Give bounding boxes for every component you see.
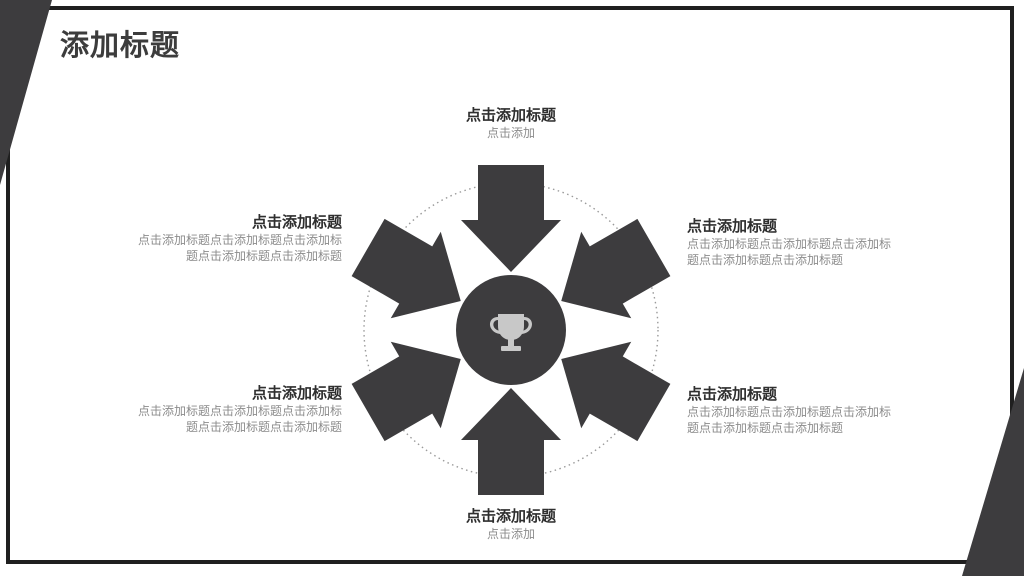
bottom-right-corner-shape [962,368,1024,576]
arrow-top [461,165,561,272]
slide-border [6,6,1014,564]
item-upper-left-desc-line-1: 点击添加标题点击添加标题点击添加标 [137,233,342,247]
page-title: 添加标题 [60,28,181,62]
arrow-upper-left [351,218,461,319]
item-lower-left: 点击添加标题 点击添加标题点击添加标题点击添加标 题点击添加标题点击添加标题 [92,383,342,435]
item-lower-left-title: 点击添加标题 [251,384,342,402]
item-lower-right: 点击添加标题 点击添加标题点击添加标题点击添加标 题点击添加标题点击添加标题 [687,384,937,436]
arrow-upper-right [561,218,671,319]
item-lower-right-desc-line-1: 点击添加标题点击添加标题点击添加标 [687,405,892,419]
item-top: 点击添加标题 点击添加 [436,105,586,141]
item-lower-right-desc-line-2: 题点击添加标题点击添加标题 [687,421,844,435]
item-bottom-desc: 点击添加 [486,527,535,541]
item-upper-right-title: 点击添加标题 [687,217,778,235]
arrow-bottom [461,388,561,495]
item-upper-right-desc-line-2: 题点击添加标题点击添加标题 [687,253,844,267]
arrow-lower-left [351,341,461,442]
item-top-desc: 点击添加 [486,126,535,140]
item-bottom-title: 点击添加标题 [465,507,556,525]
trophy-icon [489,314,533,351]
item-lower-right-title: 点击添加标题 [687,385,778,403]
arrow-lower-right [561,341,671,442]
item-upper-left: 点击添加标题 点击添加标题点击添加标题点击添加标 题点击添加标题点击添加标题 [92,212,342,264]
top-left-corner-shape [0,0,52,185]
item-top-title: 点击添加标题 [465,106,556,124]
item-upper-left-title: 点击添加标题 [251,213,342,231]
item-upper-right: 点击添加标题 点击添加标题点击添加标题点击添加标 题点击添加标题点击添加标题 [687,216,937,268]
item-bottom: 点击添加标题 点击添加 [436,506,586,542]
item-upper-left-desc-line-2: 题点击添加标题点击添加标题 [185,249,342,263]
item-lower-left-desc-line-2: 题点击添加标题点击添加标题 [185,420,342,434]
item-upper-right-desc-line-1: 点击添加标题点击添加标题点击添加标 [687,237,892,251]
item-lower-left-desc-line-1: 点击添加标题点击添加标题点击添加标 [137,404,342,418]
